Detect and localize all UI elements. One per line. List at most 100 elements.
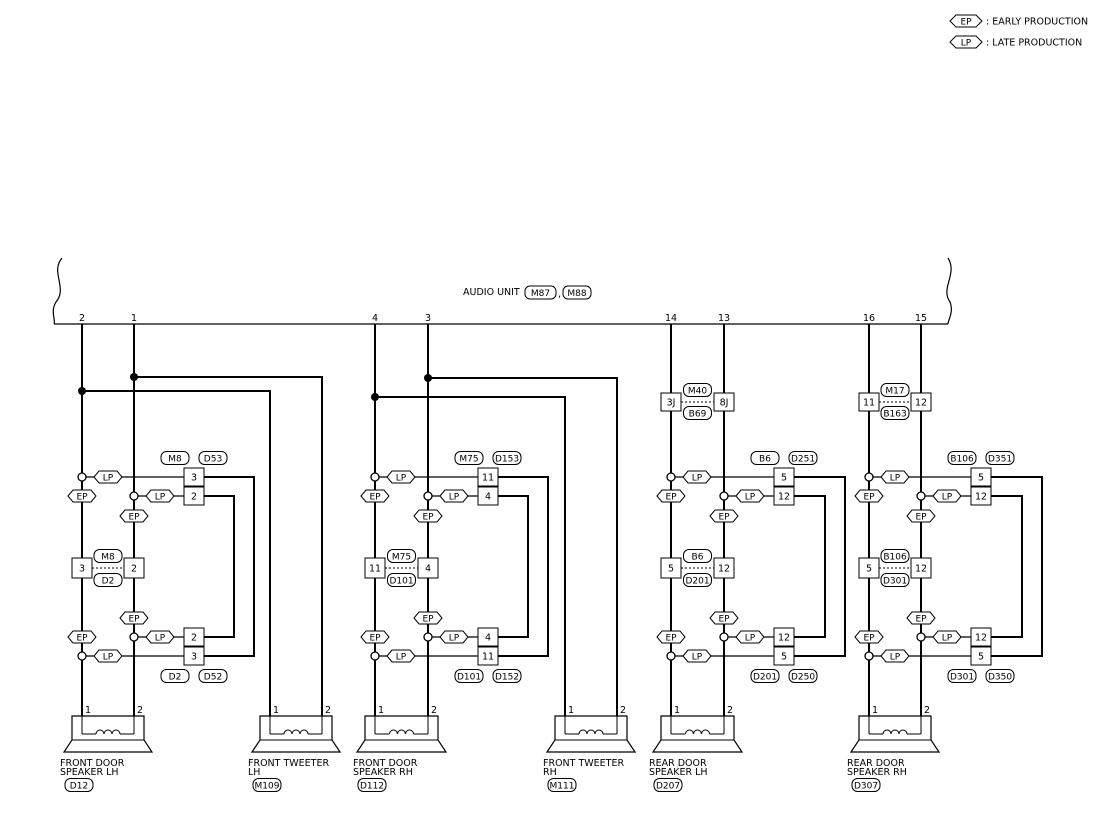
tag-ep: EP (854, 489, 884, 503)
speaker-pin-1: 1 (378, 705, 384, 716)
top-pin-2-text: 4 (485, 492, 491, 503)
mid-pin-b-text: 12 (718, 564, 730, 575)
loop-inner (794, 495, 826, 638)
terminal-16: 16 (863, 313, 875, 324)
tag-ep-text: EP (369, 493, 381, 503)
top-conn-1: M8 (160, 451, 190, 465)
mid-conn-bot-text: D101 (389, 577, 413, 587)
loop-inner (498, 495, 529, 638)
top-pin-2: 12 (970, 486, 992, 506)
bot-conn-2-box (985, 669, 1015, 683)
bot-conn-1-text: D301 (950, 673, 974, 683)
bot-pin-2: 5 (970, 646, 992, 666)
loop-inner (991, 495, 1023, 638)
bot-conn-2: D250 (788, 669, 818, 683)
tag-lp: LP (735, 630, 765, 644)
bot-conn-1-box (750, 669, 780, 683)
audio-unit: AUDIO UNIT M87 , M88 (52, 257, 952, 325)
bot-conn-1-text: D2 (169, 673, 182, 683)
bot-pin-2-text: 3 (191, 652, 197, 663)
jc-pin-b-box (910, 392, 932, 412)
mid-conn-top-box (683, 549, 712, 563)
speaker-name-line2: SPEAKER LH (60, 767, 119, 778)
top-conn-2: D351 (985, 451, 1015, 465)
tag-lp: LP (735, 489, 765, 503)
top-pin-1: 5 (970, 467, 992, 487)
speaker-conn-box (653, 778, 683, 792)
tag-lp-shape (93, 649, 123, 663)
tag-ep-text: EP (128, 615, 140, 625)
legend-lp-code: LP (961, 39, 972, 49)
tweeter-lh-wire-2 (134, 376, 323, 716)
audio-unit-conn-1-box (524, 285, 557, 300)
speaker-conn: D12 (64, 778, 94, 792)
tag-ep-shape (906, 509, 936, 523)
tag-ep-text: EP (76, 634, 88, 644)
terminal-3: 3 (425, 313, 431, 324)
tag-lp: LP (386, 649, 416, 663)
open-junction (916, 491, 926, 501)
bot-pin-2-box (477, 646, 499, 666)
tag-lp: LP (439, 489, 469, 503)
bot-pin-1-box (970, 627, 992, 647)
jc-conn-top-box (683, 383, 712, 397)
mid-pin-a-text: 5 (668, 564, 674, 575)
top-conn-1-box (454, 451, 484, 465)
bot-pin-1-box (477, 627, 499, 647)
bot-conn-1-text: D201 (753, 673, 777, 683)
tag-lp-shape (682, 649, 712, 663)
tag-ep-text: EP (718, 615, 730, 625)
speaker-name-line1: REAR DOOR (847, 758, 905, 769)
tag-ep-shape (854, 630, 884, 644)
tag-ep-text: EP (665, 493, 677, 503)
speaker-conn-box (64, 778, 94, 792)
jc-conn-bot: B163 (880, 406, 910, 420)
mid-conn-bot-text: D201 (685, 577, 709, 587)
tag-lp: LP (682, 649, 712, 663)
jc-pin-b: 8J (713, 392, 735, 412)
tag-ep: EP (67, 489, 97, 503)
bot-conn-2: D350 (985, 669, 1015, 683)
speaker-conn-text: M111 (550, 782, 575, 792)
bot-pin-2-box (970, 646, 992, 666)
speaker-pin-1: 1 (568, 705, 574, 716)
bot-pin-1-text: 2 (191, 633, 197, 644)
tag-ep-text: EP (665, 634, 677, 644)
tag-lp-shape (145, 630, 175, 644)
bot-conn-1-text: D101 (457, 673, 481, 683)
top-pin-2-text: 2 (191, 492, 197, 503)
open-junction (864, 472, 874, 482)
mid-pin-a: 5 (660, 557, 682, 579)
speaker-coil-icon (882, 729, 908, 735)
tag-lp-text: LP (103, 653, 114, 663)
tag-ep-shape (906, 611, 936, 625)
speaker-conn-box (252, 778, 282, 792)
tag-lp: LP (145, 630, 175, 644)
jc-conn-bot-box (683, 406, 712, 420)
jc-conn-bot: B69 (683, 406, 712, 420)
tag-lp-text: LP (449, 634, 460, 644)
top-conn-2-box (788, 451, 818, 465)
speaker-conn: D207 (653, 778, 683, 792)
top-pin-1: 11 (477, 467, 499, 487)
tag-lp-text: LP (396, 653, 407, 663)
loop-outer (794, 476, 846, 657)
top-pin-1-text: 3 (191, 473, 197, 484)
tag-lp-shape (932, 489, 962, 503)
terminal-13: 13 (718, 313, 730, 324)
speaker-conn-text: D12 (70, 782, 88, 792)
audio-unit-left-break (52, 257, 63, 325)
top-conn-1-box (750, 451, 780, 465)
bot-pin-2-text: 5 (978, 652, 984, 663)
tag-lp: LP (932, 630, 962, 644)
audio-unit-conn-1: M87 (531, 289, 550, 299)
open-junction (370, 472, 380, 482)
tweeter-wires (82, 376, 618, 716)
tag-lp-shape (735, 630, 765, 644)
bot-pin-1: 12 (970, 627, 992, 647)
